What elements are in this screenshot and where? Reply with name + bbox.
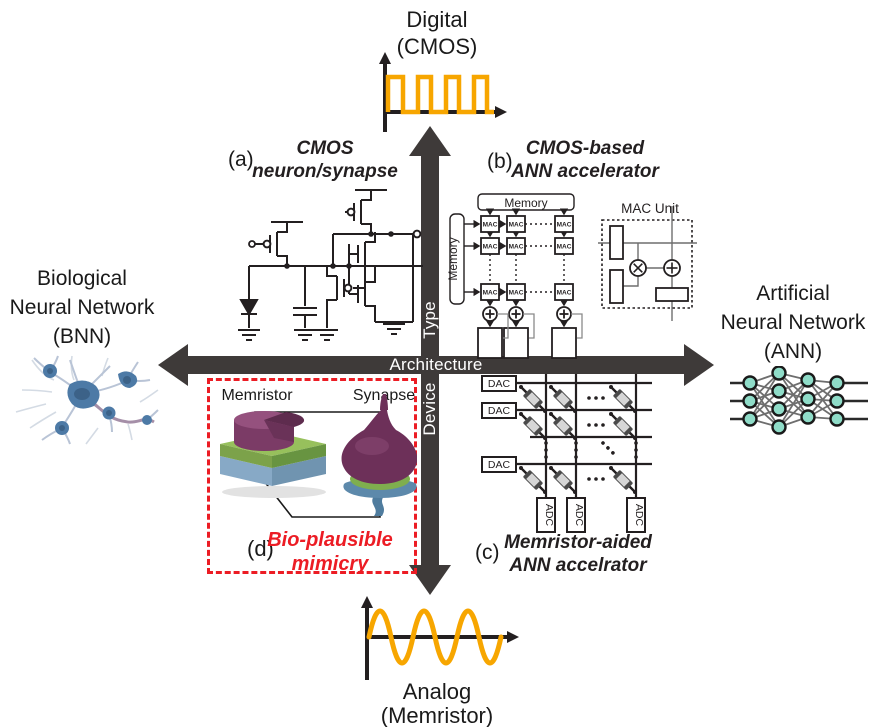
adc-label: ADC <box>633 504 645 527</box>
systolic-array-figure: Memory Memory MAC MAC MAC MAC MAC MAC MA… <box>448 193 583 359</box>
mac-unit-title: MAC Unit <box>621 201 679 216</box>
analog-sine-wave-figure <box>361 596 519 680</box>
dac-label: DAC <box>488 405 511 417</box>
memory-top-label: Memory <box>504 196 547 210</box>
quadrant-d-caption: Bio-plausible mimicry <box>267 528 393 576</box>
pole-right-line3: (ANN) <box>763 340 823 363</box>
axis-arrow-up-icon <box>409 126 451 156</box>
axis-arrow-left-icon <box>158 344 188 386</box>
pole-top-line2: (CMOS) <box>396 34 478 59</box>
quadrant-b-tag: (b) <box>487 150 513 173</box>
dac-label: DAC <box>488 378 511 390</box>
quadrant-a-title2: neuron/synapse <box>252 161 398 182</box>
quadrant-d-tag: (d) <box>247 536 274 561</box>
quadrant-b-title2: ANN accelerator <box>511 161 659 182</box>
memristor-label: Memristor <box>221 387 293 404</box>
quadrant-a-title1: CMOS <box>296 138 354 159</box>
memory-left-label: Memory <box>448 237 460 280</box>
pole-bottom-line1: Analog <box>402 679 472 704</box>
pole-left-line2: Neural Network <box>9 296 155 319</box>
biological-neuron-art <box>15 355 159 445</box>
mac-cell-label: MAC <box>509 222 524 229</box>
quadrant-d-caption2: mimicry <box>291 553 369 575</box>
pole-right-line1: Artificial <box>756 282 830 305</box>
mac-unit-figure: MAC Unit <box>598 201 697 321</box>
pole-bottom-label: Analog (Memristor) <box>381 680 493 727</box>
square-wave <box>385 74 494 115</box>
quadrant-a-tag: (a) <box>228 148 254 171</box>
memristor-device-art <box>220 411 326 498</box>
axis-arrow-right-icon <box>684 344 714 386</box>
mac-cell-label: MAC <box>557 290 572 297</box>
mac-cell-label: MAC <box>509 244 524 251</box>
adc-label: ADC <box>543 504 555 527</box>
quadrant-c-title1: Memristor-aided <box>504 532 652 553</box>
quadrant-c-title2: ANN accelrator <box>509 555 647 576</box>
pole-right-label: Artificial Neural Network (ANN) <box>721 279 866 366</box>
axis-label-device: Device <box>420 382 439 436</box>
quadrant-d-caption1: Bio-plausible <box>267 529 393 551</box>
mac-cell-label: MAC <box>483 290 498 297</box>
mac-cell-label: MAC <box>557 244 572 251</box>
bio-plausible-dashed-box <box>207 378 417 574</box>
dac-label: DAC <box>488 459 511 471</box>
pole-bottom-line2: (Memristor) <box>380 703 494 727</box>
pole-right-line2: Neural Network <box>720 311 866 334</box>
mac-cell-label: MAC <box>509 290 524 297</box>
quadrant-a-title: CMOS neuron/synapse <box>252 137 398 183</box>
quadrant-b-title1: CMOS-based <box>525 138 645 159</box>
mac-cell-label: MAC <box>483 244 498 251</box>
memristor-crossbar-figure: DAC DAC DAC ADC ADC ADC <box>481 374 652 533</box>
cmos-circuit-figure <box>237 189 423 341</box>
pole-left-line3: (BNN) <box>52 325 112 348</box>
quadrant-c-title: Memristor-aided ANN accelrator <box>504 531 652 577</box>
pole-left-line1: Biological <box>37 267 127 290</box>
memristor-synapse-art <box>220 394 417 518</box>
adc-label: ADC <box>573 504 585 527</box>
axis-label-architecture: Architecture <box>389 355 483 374</box>
ann-network-art <box>730 366 868 435</box>
synapse-device-art <box>341 394 417 516</box>
quadrant-b-title: CMOS-based ANN accelerator <box>511 137 659 183</box>
pole-top-line1: Digital <box>406 7 468 32</box>
horizontal-axis-bar <box>186 356 684 374</box>
pole-left-label: Biological Neural Network (BNN) <box>10 264 155 351</box>
mac-cell-label: MAC <box>483 222 498 229</box>
pole-top-label: Digital (CMOS) <box>397 6 478 60</box>
quadrant-c-tag: (c) <box>475 541 500 564</box>
digital-square-wave-figure <box>379 52 507 132</box>
sine-wave <box>366 608 504 666</box>
mac-cell-label: MAC <box>557 222 572 229</box>
